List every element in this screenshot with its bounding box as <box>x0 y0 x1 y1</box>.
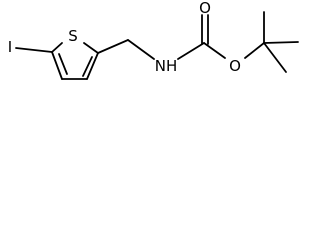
atom-nitrogen-h: NH <box>155 57 178 75</box>
atom-carbonyl-oxygen: O <box>199 0 211 17</box>
bond-n-c <box>177 42 205 60</box>
bond-s-c2 <box>83 42 99 54</box>
molecule-drawing: I S NH O O <box>8 0 299 80</box>
atom-iodine: I <box>8 38 12 56</box>
atom-sulfur: S <box>68 27 78 45</box>
bond-c4-c5-inner <box>58 53 68 75</box>
bond-c5-s <box>51 42 63 53</box>
bond-o-ctert <box>244 42 265 59</box>
bond-c2-ch2 <box>97 39 129 54</box>
bond-c4-c5 <box>51 51 63 80</box>
bond-tbu-down <box>263 42 287 73</box>
bond-c2-c3 <box>86 52 99 80</box>
atom-ester-oxygen: O <box>229 57 241 75</box>
bond-c-o-ester <box>203 42 226 59</box>
bond-ch2-n <box>127 39 155 60</box>
bond-c2-c3-inner <box>82 56 93 77</box>
bond-tbu-right <box>263 41 299 44</box>
bond-c5-i <box>15 47 53 53</box>
structure-canvas: I S NH O O <box>8 0 299 80</box>
